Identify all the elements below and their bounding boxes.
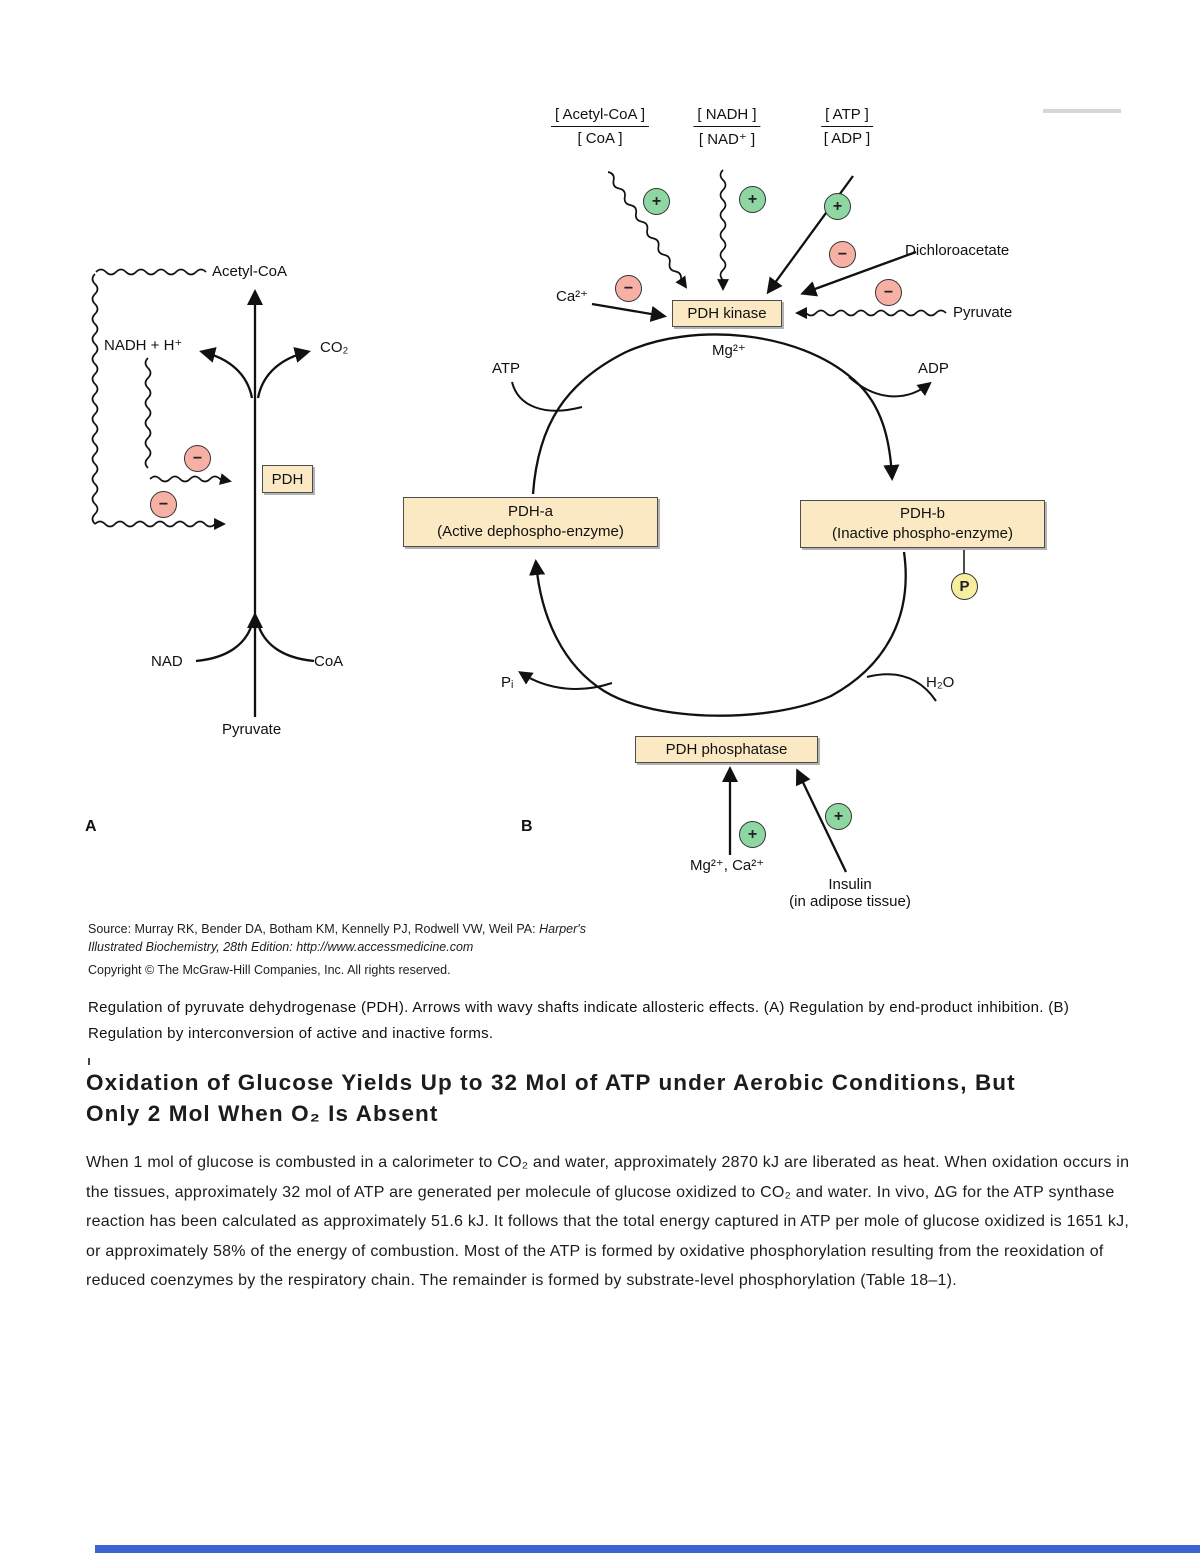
b-minus-circle-dichloroacetate: − <box>829 241 856 268</box>
panel-a-label: A <box>85 818 97 835</box>
b-wavy-acetylratio-arrow <box>607 171 688 289</box>
a-wavy-acetyl-horizontal <box>95 268 207 276</box>
a-nad-label: NAD <box>151 653 183 670</box>
source-book-title-continued: Illustrated Biochemistry, 28th Edition: … <box>88 940 474 954</box>
ratio-numerator: [ ATP ] <box>821 106 873 127</box>
panel-b-label: B <box>521 818 533 835</box>
ratio-denominator: [ ADP ] <box>823 130 871 147</box>
article-paragraph: When 1 mol of glucose is combusted in a … <box>86 1154 1130 1289</box>
b-plus-circle-insulin: + <box>825 803 852 830</box>
a-acetyl-coa-label: Acetyl-CoA <box>212 263 288 280</box>
source-text: Source: Murray RK, Bender DA, Botham KM,… <box>88 922 540 936</box>
source-book-title: Harper's <box>539 922 586 936</box>
section-heading: Oxidation of Glucose Yields Up to 32 Mol… <box>86 1070 1016 1126</box>
b-plus-circle-atpratio: + <box>824 193 851 220</box>
a-coa-label: CoA <box>314 653 344 670</box>
a-merge-nad <box>195 623 254 663</box>
b-h2o-label: H₂O <box>926 674 955 691</box>
pdh-a-desc: (Active dephospho-enzyme) <box>437 523 624 540</box>
bottom-blue-bar <box>95 1545 1200 1553</box>
b-plus-circle-acetylratio: + <box>643 188 670 215</box>
figure-arrow-lines <box>91 169 965 873</box>
b-minus-circle-calcium: − <box>615 275 642 302</box>
ratio-denominator: [ CoA ] <box>577 130 623 147</box>
a-wavy-feedback-arrow <box>94 518 226 530</box>
b-insulin-tissue-label: (in adipose tissue) <box>789 893 911 910</box>
b-plus-circle-mgca: + <box>739 821 766 848</box>
b-insulin-arrow <box>795 768 848 873</box>
pdh-b-box: PDH-b (Inactive phospho-enzyme) <box>800 500 1045 548</box>
b-magnesium-label: Mg²⁺ <box>712 342 746 359</box>
a-minus-circle-acetylcoa: − <box>150 491 177 518</box>
pdh-phosphatase-box: PDH phosphatase <box>635 736 818 763</box>
b-adp-swoosh <box>848 376 932 398</box>
a-wavy-nadh-vertical <box>144 357 152 469</box>
b-atp-label: ATP <box>492 360 521 377</box>
b-adp-label: ADP <box>918 360 949 377</box>
ratio-denominator: [ NAD⁺ ] <box>698 131 756 148</box>
b-mgca-label: Mg²⁺, Ca²⁺ <box>690 857 765 874</box>
pdh-a-box: PDH-a (Active dephospho-enzyme) <box>403 497 658 547</box>
a-pdh-enzyme-box: PDH <box>262 465 313 493</box>
b-minus-circle-pyruvate: − <box>875 279 902 306</box>
b-pi-swoosh <box>518 671 613 690</box>
anchor-tick-mark <box>88 1058 90 1065</box>
b-calcium-arrow <box>591 302 667 322</box>
a-co2-label: CO₂ <box>320 339 349 356</box>
ratio-nadh-nad: [ NADH ] [ NAD⁺ ] <box>693 106 761 148</box>
a-nadh-label: NADH + H⁺ <box>104 337 183 354</box>
pdh-b-name: PDH-b <box>899 505 945 522</box>
b-calcium-label: Ca²⁺ <box>556 288 589 305</box>
b-pyruvate-label: Pyruvate <box>953 304 1013 321</box>
figure-caption: Regulation of pyruvate dehydrogenase (PD… <box>88 999 1070 1042</box>
b-wavy-nadhratio-arrow <box>717 169 729 291</box>
a-merge-coa <box>256 623 315 663</box>
b-cycle-bottom-arc <box>529 551 907 717</box>
ratio-atp-adp: [ ATP ] [ ADP ] <box>821 106 873 147</box>
a-fork-co2 <box>256 347 311 399</box>
pdh-kinase-box: PDH kinase <box>672 300 782 327</box>
b-dichloroacetate-arrow <box>800 250 917 297</box>
pdh-b-desc: (Inactive phospho-enzyme) <box>832 525 1013 542</box>
a-fork-nadh <box>199 347 254 399</box>
figure-source: Source: Murray RK, Bender DA, Botham KM,… <box>88 920 743 956</box>
b-cycle-top-arc <box>531 333 900 495</box>
top-right-rule <box>1043 109 1121 113</box>
ratio-numerator: [ NADH ] <box>693 106 761 127</box>
b-dichloroacetate-label: Dichloroacetate <box>905 242 1010 259</box>
ratio-numerator: [ Acetyl-CoA ] <box>550 106 650 127</box>
copyright-line: Copyright © The McGraw-Hill Companies, I… <box>88 963 451 977</box>
b-h2o-swoosh <box>866 673 937 702</box>
a-wavy-feedback-vertical <box>91 273 99 525</box>
a-wavy-nadh-arrow <box>149 473 232 485</box>
phosphate-group-circle: P <box>951 573 978 600</box>
ratio-acetylcoa-coa: [ Acetyl-CoA ] [ CoA ] <box>550 106 650 147</box>
a-minus-circle-nadh: − <box>184 445 211 472</box>
b-plus-circle-nadhratio: + <box>739 186 766 213</box>
b-insulin-label: Insulin <box>828 876 872 893</box>
b-atp-swoosh <box>511 381 583 412</box>
pdh-a-name: PDH-a <box>507 503 553 520</box>
a-pyruvate-label: Pyruvate <box>222 721 282 738</box>
b-wavy-pyruvate-arrow <box>795 307 947 319</box>
pdh-regulation-figure: Acetyl-CoA NADH + H⁺ CO₂ − − PDH NAD CoA… <box>85 106 1045 910</box>
b-pi-label: Pᵢ <box>501 674 514 691</box>
